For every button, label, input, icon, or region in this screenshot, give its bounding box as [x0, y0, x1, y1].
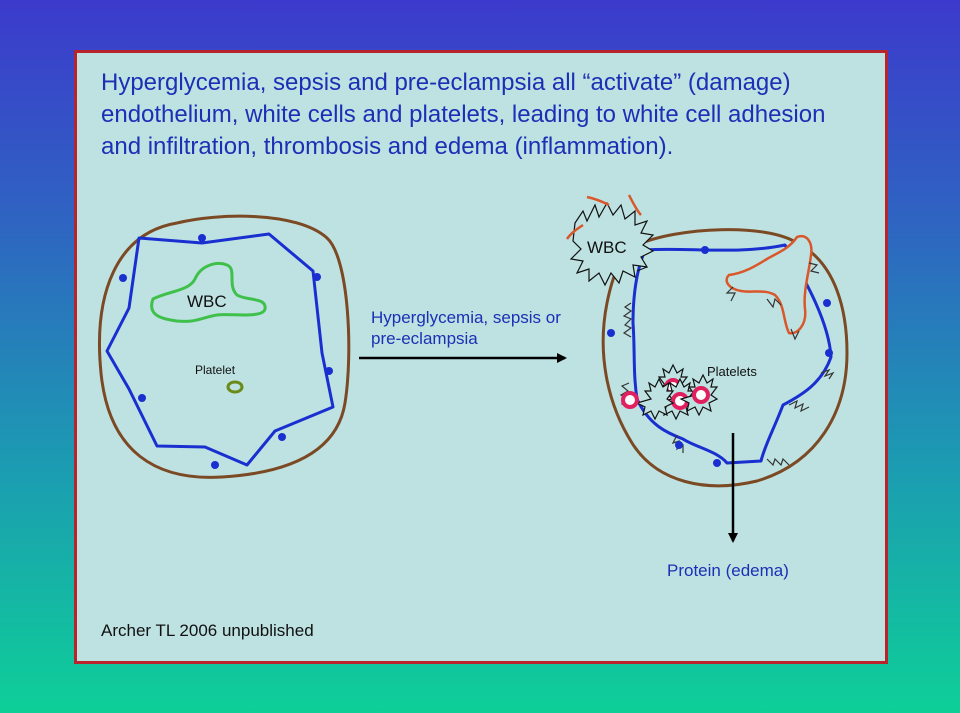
citation: Archer TL 2006 unpublished — [101, 621, 314, 640]
edema-outflow-label: Protein (edema) — [667, 561, 789, 580]
endothelium-diagram — [98, 194, 849, 543]
activated-endothelial-nuclei — [607, 246, 833, 467]
slide-panel: Hyperglycemia, sepsis and pre-eclampsia … — [74, 50, 888, 664]
infiltrating-wbc-left-edge — [565, 194, 642, 240]
normal-platelet-label: Platelet — [195, 363, 236, 377]
normal-endothelium — [105, 232, 335, 467]
normal-wbc-outline — [150, 262, 267, 323]
normal-vessel — [98, 214, 351, 479]
infiltrating-wbc-right-spikes — [725, 262, 820, 341]
activated-platelets-label: Platelets — [707, 364, 757, 379]
normal-vessel-wall — [98, 214, 351, 479]
infiltrating-wbc-right — [725, 234, 813, 335]
normal-endothelial-nuclei — [119, 234, 333, 469]
activated-wbc-label: WBC — [587, 238, 627, 257]
normal-wbc-label: WBC — [187, 292, 227, 311]
normal-platelet — [226, 380, 244, 394]
slide-title: Hyperglycemia, sepsis and pre-eclampsia … — [101, 69, 826, 160]
activated-platelets — [621, 363, 719, 421]
transition-arrow-label: Hyperglycemia, sepsis or pre-eclampsia — [371, 308, 561, 348]
activated-vessel — [565, 194, 849, 543]
infiltrating-wbc-left — [569, 201, 655, 287]
wbc-connector — [636, 266, 648, 272]
